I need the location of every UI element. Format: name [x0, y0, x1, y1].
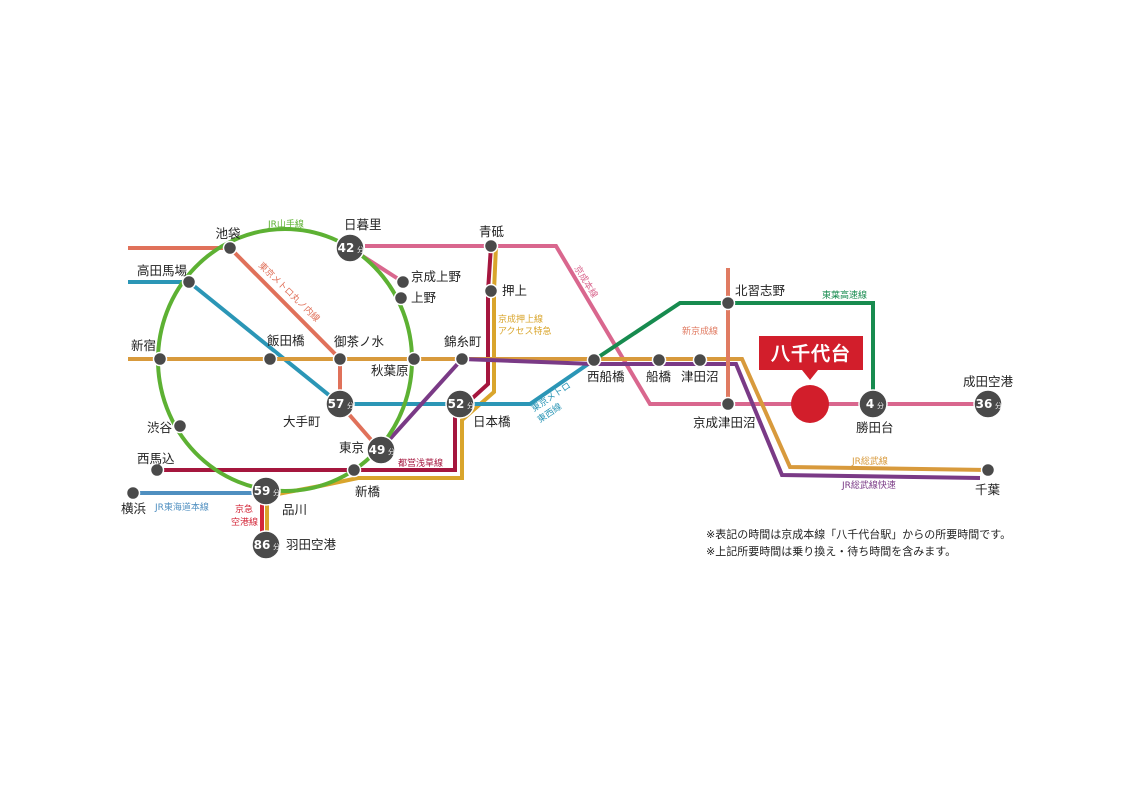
destination-marker	[791, 385, 829, 423]
station-shinagawa: 品川	[282, 502, 307, 517]
station-dot-nishimagome	[149, 462, 165, 478]
station-nippori: 日暮里	[344, 217, 382, 232]
time-unit: 分	[995, 401, 1002, 410]
station-dot-akihabara	[406, 351, 422, 367]
station-kitanarashino: 北習志野	[735, 283, 786, 298]
station-katsutadai: 勝田台	[856, 420, 894, 435]
line-label-sobu-rapid: JR総武線快速	[841, 479, 896, 491]
time-unit: 分	[388, 447, 395, 456]
line-label-marunouchi: 東京メトロ丸ノ内線	[256, 260, 323, 325]
station-dot-ikebukuro	[222, 240, 238, 256]
time-badge-otemachi: 57 分	[325, 389, 355, 419]
destination-callout: 八千代台	[759, 336, 863, 380]
time-value: 4	[866, 397, 874, 411]
time-value: 59	[254, 484, 271, 498]
station-ikebukuro: 池袋	[215, 226, 241, 241]
station-dot-shinbashi	[346, 462, 362, 478]
station-dot-aoto	[483, 238, 499, 254]
time-value: 52	[448, 397, 465, 411]
station-dot-oshiage	[483, 283, 499, 299]
station-nihonbashi: 日本橋	[473, 414, 511, 429]
station-oshiage: 押上	[502, 283, 527, 298]
station-akihabara: 秋葉原	[371, 363, 409, 378]
time-value: 57	[328, 397, 345, 411]
time-unit: 分	[273, 542, 280, 551]
station-otemachi: 大手町	[283, 414, 321, 429]
station-dot-chiba	[980, 462, 996, 478]
station-dot-kinshicho	[454, 351, 470, 367]
station-dot-shibuya	[172, 418, 188, 434]
line-label-oshiage-2: アクセス特急	[498, 325, 552, 337]
line-label-toyo: 東葉高速線	[822, 289, 867, 301]
station-dot-takadanobaba	[181, 274, 197, 290]
line-label-oshiage-1: 京成押上線	[498, 313, 543, 325]
station-dot-iidabashi	[262, 351, 278, 367]
time-value: 49	[369, 443, 386, 457]
line-label-keikyu-1: 京急	[235, 503, 253, 515]
station-dot-keisei-ueno	[395, 274, 411, 290]
line-label-tokaido: JR東海道本線	[154, 501, 209, 513]
time-unit: 分	[467, 401, 474, 410]
sobu-rapid-line	[378, 356, 981, 480]
station-shinbashi: 新橋	[355, 484, 381, 499]
station-haneda: 羽田空港	[286, 537, 337, 552]
station-shinjuku: 新宿	[131, 338, 156, 353]
time-value: 36	[976, 397, 993, 411]
time-badge-haneda: 86 分	[251, 530, 281, 560]
note-line-1: ※表記の時間は京成本線「八千代台駅」からの所要時間です。	[706, 527, 1011, 541]
time-badge-shinagawa: 59 分	[251, 476, 281, 506]
station-kinshicho: 錦糸町	[444, 334, 482, 349]
station-dot-tsudanuma	[692, 352, 708, 368]
station-funabashi: 船橋	[646, 369, 672, 384]
station-dot-shinjuku	[152, 351, 168, 367]
station-dot-ueno	[393, 290, 409, 306]
station-tokyo: 東京	[339, 440, 364, 455]
time-badge-nihonbashi: 52 分	[445, 389, 475, 419]
station-dot-yokohama	[125, 485, 141, 501]
station-shibuya: 渋谷	[147, 420, 173, 435]
line-label-yamanote: JR山手線	[267, 218, 304, 230]
station-dot-kitanarashino	[720, 295, 736, 311]
time-unit: 分	[357, 245, 364, 254]
time-unit: 分	[273, 488, 280, 497]
line-label-keikyu-2: 空港線	[231, 516, 258, 528]
station-takadanobaba: 高田馬場	[137, 263, 187, 278]
station-dot-nishifunabashi	[586, 352, 602, 368]
tozai-line	[128, 280, 596, 406]
time-badge-nippori: 42 分	[335, 233, 365, 263]
line-label-sobu: JR総武線	[851, 455, 888, 467]
time-badge-tokyo: 49 分	[366, 435, 396, 465]
station-tsudanuma: 津田沼	[681, 369, 719, 384]
station-aoto: 青砥	[479, 224, 505, 239]
time-unit: 分	[347, 401, 354, 410]
time-badge-katsutadai: 4 分	[858, 389, 888, 419]
station-nishifunabashi: 西船橋	[587, 369, 625, 384]
sobu-line	[128, 357, 989, 472]
note-line-2: ※上記所要時間は乗り換え・待ち時間を含みます。	[706, 544, 956, 558]
station-dot-keisei-tsudanuma	[720, 396, 736, 412]
station-ueno: 上野	[411, 290, 437, 305]
station-dot-funabashi	[651, 352, 667, 368]
station-dots	[125, 238, 996, 501]
time-badge-narita: 36 分	[973, 389, 1003, 419]
line-label-shin-keisei: 新京成線	[682, 325, 718, 337]
station-dot-ochanomizu	[332, 351, 348, 367]
station-keisei-ueno: 京成上野	[411, 269, 462, 284]
time-value: 42	[338, 241, 355, 255]
station-nishimagome: 西馬込	[137, 451, 175, 466]
line-label-asakusa: 都営浅草線	[398, 457, 443, 469]
station-iidabashi: 飯田橋	[267, 333, 305, 348]
destination-label: 八千代台	[771, 342, 851, 365]
station-ochanomizu: 御茶ノ水	[334, 334, 385, 349]
station-keisei-tsudanuma: 京成津田沼	[693, 415, 756, 430]
station-narita: 成田空港	[963, 374, 1014, 389]
time-value: 86	[254, 538, 271, 552]
time-unit: 分	[877, 401, 884, 410]
station-chiba: 千葉	[975, 482, 1001, 497]
station-yokohama: 横浜	[121, 501, 146, 516]
